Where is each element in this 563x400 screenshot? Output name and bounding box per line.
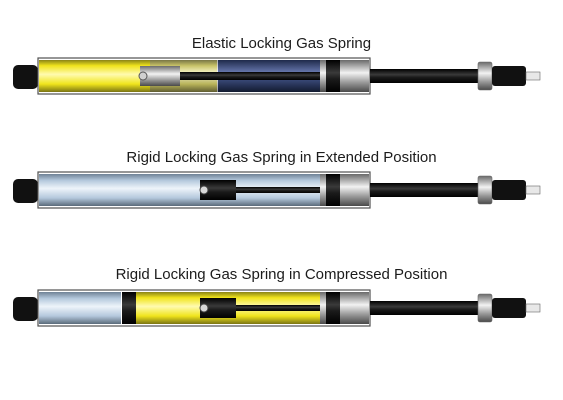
- left-end-cap: [13, 179, 38, 203]
- left-end-cap: [13, 297, 38, 321]
- piston-head: [200, 298, 236, 318]
- valve-ball: [199, 185, 209, 195]
- rigid-extended-spring-drawing: [13, 171, 541, 209]
- actuator-pin: [525, 185, 541, 195]
- hex-nut: [477, 175, 493, 205]
- seal-ring: [320, 60, 326, 92]
- piston-rod: [370, 183, 480, 197]
- left-end-cap: [13, 65, 38, 89]
- inner-rod: [236, 187, 320, 193]
- rigid-compressed-spring-panel: Rigid Locking Gas Spring in Compressed P…: [0, 236, 563, 356]
- rigid-compressed-spring-title: Rigid Locking Gas Spring in Compressed P…: [115, 266, 448, 283]
- elastic-spring-panel: Elastic Locking Gas Spring: [0, 0, 563, 120]
- threaded-end: [492, 298, 526, 318]
- threaded-end: [492, 180, 526, 200]
- piston-rod: [370, 69, 480, 83]
- elastic-spring-title: Elastic Locking Gas Spring: [191, 35, 372, 52]
- piston-head: [140, 66, 180, 86]
- piston-rod: [370, 301, 480, 315]
- hex-nut: [477, 293, 493, 323]
- actuator-pin: [525, 303, 541, 313]
- seal-ring: [320, 174, 326, 206]
- seal-pack: [326, 292, 340, 324]
- rigid-extended-spring-panel: Rigid Locking Gas Spring in Extended Pos…: [0, 118, 563, 238]
- inner-rod: [180, 72, 320, 80]
- rigid-extended-spring-title: Rigid Locking Gas Spring in Extended Pos…: [126, 149, 437, 166]
- seal-ring: [320, 292, 326, 324]
- rod-guide: [340, 292, 369, 324]
- rod-guide: [340, 174, 369, 206]
- floating-piston: [122, 292, 136, 324]
- piston-head: [200, 180, 236, 200]
- hex-nut: [477, 61, 493, 91]
- rigid-compressed-spring-drawing: [13, 289, 541, 327]
- seal-pack: [326, 60, 340, 92]
- valve-ball: [199, 303, 209, 313]
- gas-chamber: [39, 292, 121, 324]
- valve-ball: [138, 71, 148, 81]
- rod-guide: [340, 60, 369, 92]
- inner-rod: [236, 305, 320, 311]
- seal-pack: [326, 174, 340, 206]
- actuator-pin: [525, 71, 541, 81]
- threaded-end: [492, 66, 526, 86]
- elastic-spring-drawing: [13, 57, 541, 95]
